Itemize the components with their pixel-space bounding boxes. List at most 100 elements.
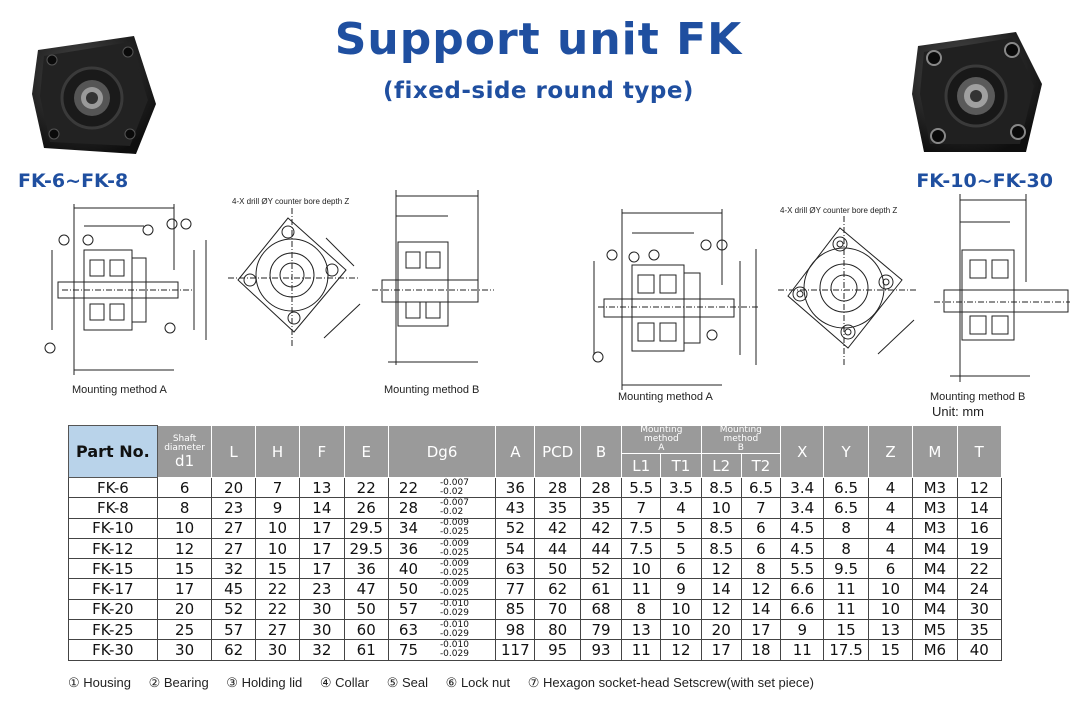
cell-t1: 6 xyxy=(660,558,702,580)
cell-l1: 13 xyxy=(621,619,662,641)
cell-z: 10 xyxy=(867,578,914,600)
header-method-b-line2: B xyxy=(737,443,744,453)
cell-t: 16 xyxy=(956,517,1003,539)
cell-t: 24 xyxy=(956,578,1003,600)
cell-dg6: 50 xyxy=(387,578,438,600)
cell-b: 68 xyxy=(579,598,623,621)
header-F: F xyxy=(299,425,345,478)
cell-l: 27 xyxy=(211,537,256,560)
header-Y: Y xyxy=(823,425,869,478)
header-T: T xyxy=(956,425,1003,478)
legend-holding-lid: ③ Holding lid xyxy=(226,675,303,690)
cell-part: FK-20 xyxy=(68,598,158,621)
tolerance-lower: -0.025 xyxy=(439,527,469,538)
tolerance-upper: -0.010 xyxy=(439,599,469,610)
legend-bearing: ② Bearing xyxy=(148,675,209,690)
cell-z: 4 xyxy=(867,537,914,560)
cell-l: 62 xyxy=(211,639,256,661)
cell-f: 17 xyxy=(299,517,345,539)
cell-h: 9 xyxy=(254,497,301,519)
cell-t1: 12 xyxy=(660,639,702,661)
cell-l2: 17 xyxy=(700,639,742,661)
cell-pcd: 42 xyxy=(534,517,581,539)
header-diameter-word: diameter xyxy=(164,442,205,453)
cell-t1: 9 xyxy=(660,578,702,600)
header-PCD: PCD xyxy=(534,425,581,478)
cell-m: M4 xyxy=(912,598,958,621)
cell-z: 13 xyxy=(867,619,914,641)
cell-h: 15 xyxy=(254,558,301,580)
cell-l1: 7 xyxy=(621,497,662,519)
header-Z: Z xyxy=(867,425,914,478)
cell-y: 8 xyxy=(823,517,869,539)
cell-f: 17 xyxy=(299,558,345,580)
large-method-a-caption: Mounting method A xyxy=(618,391,713,403)
cell-l1: 11 xyxy=(621,639,662,661)
header-X: X xyxy=(780,425,825,478)
cell-e: 29.5 xyxy=(343,537,389,560)
cell-l2: 12 xyxy=(700,598,742,621)
cell-y: 11 xyxy=(823,578,869,600)
cell-dg6: 22 xyxy=(387,476,438,499)
cell-part: FK-15 xyxy=(68,558,158,580)
cell-t2: 6 xyxy=(740,517,782,539)
tolerance-upper: -0.009 xyxy=(439,558,469,569)
cell-dg6-tolerance: -0.010-0.029 xyxy=(437,619,497,641)
tolerance-lower: -0.02 xyxy=(439,486,464,497)
fk-large-product-photo xyxy=(912,32,1042,152)
large-method-a-drawing xyxy=(592,209,758,390)
parts-legend: ① Housing ② Bearing ③ Holding lid ④ Coll… xyxy=(68,675,828,691)
cell-l1: 5.5 xyxy=(621,476,662,499)
cell-t2: 7 xyxy=(740,497,782,519)
cell-x: 6.6 xyxy=(780,578,825,600)
cell-a: 43 xyxy=(495,497,536,519)
cell-t: 19 xyxy=(956,537,1003,560)
legend-lock-nut: ⑥ Lock nut xyxy=(445,675,511,690)
small-drill-note: 4-X drill ØY counter bore depth Z xyxy=(232,197,350,206)
tolerance-upper: -0.009 xyxy=(439,518,469,529)
legend-setscrew: ⑦ Hexagon socket-head Setscrew(with set … xyxy=(527,675,814,690)
header-L: L xyxy=(211,425,256,478)
cell-part: FK-10 xyxy=(68,517,158,539)
cell-dg6: 28 xyxy=(387,497,438,519)
header-E: E xyxy=(343,425,389,478)
cell-pcd: 35 xyxy=(534,497,581,519)
cell-m: M3 xyxy=(912,497,958,519)
cell-b: 93 xyxy=(579,639,623,661)
cell-l1: 7.5 xyxy=(621,517,662,539)
header-d1: d1 xyxy=(175,451,195,470)
cell-t: 30 xyxy=(956,598,1003,621)
cell-x: 9 xyxy=(780,619,825,641)
header-method-a: Mounting method A xyxy=(621,425,702,454)
cell-t2: 12 xyxy=(740,578,782,600)
cell-d1: 25 xyxy=(156,619,213,641)
header-method-a-line2: A xyxy=(658,443,665,453)
cell-l2: 10 xyxy=(700,497,742,519)
small-method-a-caption: Mounting method A xyxy=(72,384,167,396)
legend-housing: ① Housing xyxy=(68,675,131,690)
large-drill-note: 4-X drill ØY counter bore depth Z xyxy=(780,206,898,215)
tolerance-upper: -0.007 xyxy=(439,477,469,488)
cell-pcd: 80 xyxy=(534,619,581,641)
cell-t2: 8 xyxy=(740,558,782,580)
cell-z: 4 xyxy=(867,476,914,499)
cell-d1: 6 xyxy=(156,476,213,499)
cell-dg6-tolerance: -0.007-0.02 xyxy=(437,476,497,499)
cell-pcd: 70 xyxy=(534,598,581,621)
cell-part: FK-25 xyxy=(68,619,158,641)
fk-small-product-photo xyxy=(32,36,156,154)
cell-h: 7 xyxy=(254,476,301,499)
large-front-view-drawing xyxy=(778,216,916,366)
cell-pcd: 44 xyxy=(534,537,581,560)
legend-seal: ⑤ Seal xyxy=(386,675,429,690)
cell-f: 17 xyxy=(299,537,345,560)
cell-y: 6.5 xyxy=(823,476,869,499)
